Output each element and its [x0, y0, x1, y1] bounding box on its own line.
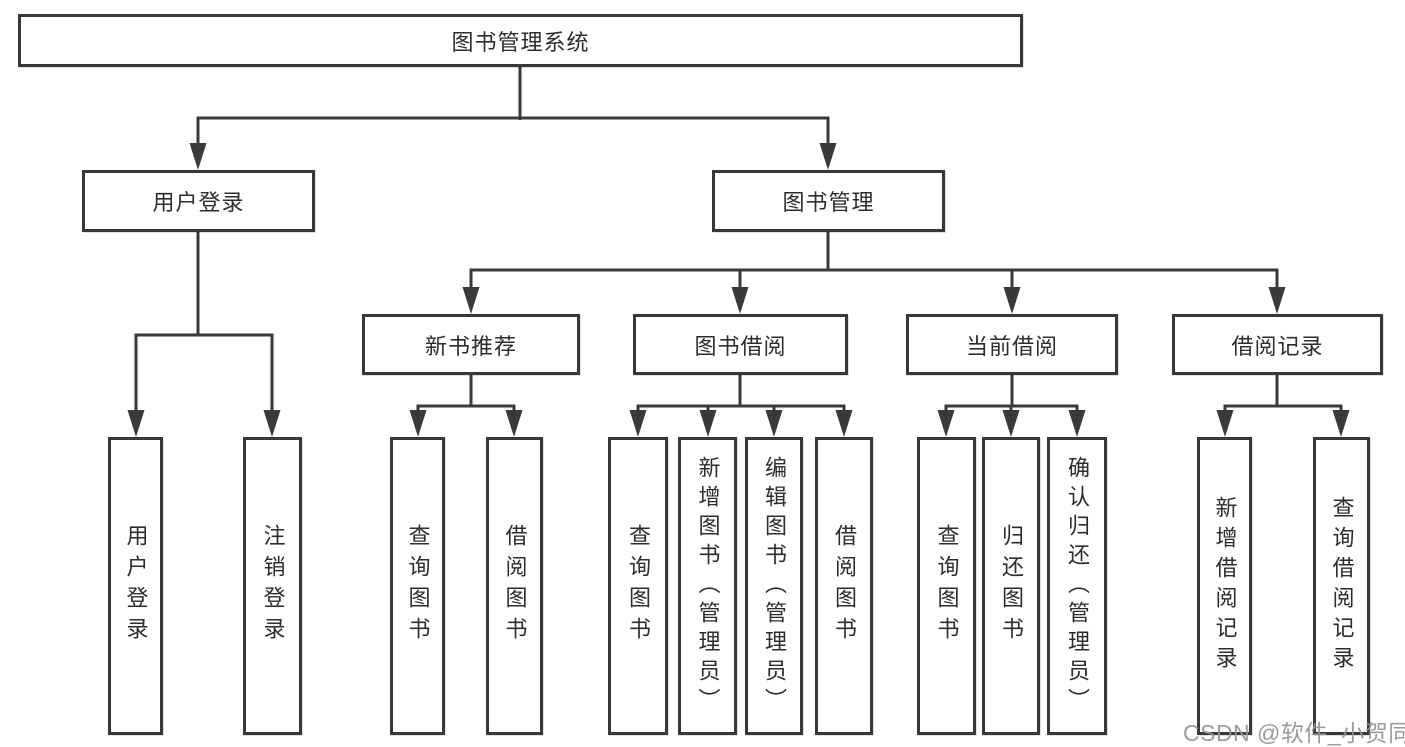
arrowhead-icon: [189, 143, 207, 170]
arrowhead-icon: [409, 410, 427, 437]
arrowhead-icon: [1068, 410, 1086, 437]
node-book-borrowing: 图书借阅: [633, 314, 848, 375]
leaf-query-books-current: 查询图书: [917, 437, 976, 735]
node-library-system: 图书管理系统: [18, 14, 1023, 67]
leaf-user-login: 用户登录: [108, 437, 163, 735]
leaf-borrow-books: 借阅图书: [815, 437, 873, 735]
leaf-query-borrow-record: 查询借阅记录: [1313, 437, 1370, 735]
arrowhead-icon: [731, 287, 749, 314]
arrowhead-icon: [462, 287, 480, 314]
leaf-add-borrow-record: 新增借阅记录: [1197, 437, 1252, 735]
arrowhead-icon: [1216, 410, 1234, 437]
arrowhead-icon: [699, 410, 717, 437]
arrowhead-icon: [835, 410, 853, 437]
leaf-logout: 注销登录: [243, 437, 302, 735]
arrowhead-icon: [937, 410, 955, 437]
leaf-borrow-books-recommend: 借阅图书: [486, 437, 543, 735]
leaf-edit-books-admin: 编辑图书（管理员）: [745, 437, 803, 735]
arrowhead-icon: [1268, 287, 1286, 314]
node-borrow-records: 借阅记录: [1172, 314, 1383, 375]
leaf-query-books-borrowing: 查询图书: [608, 437, 668, 735]
arrowheads: [127, 143, 1350, 437]
arrowhead-icon: [819, 143, 837, 170]
arrowhead-icon: [263, 410, 281, 437]
leaf-return-books: 归还图书: [982, 437, 1040, 735]
leaf-confirm-return-admin: 确认归还（管理员）: [1047, 437, 1107, 735]
arrowhead-icon: [629, 410, 647, 437]
arrowhead-icon: [505, 410, 523, 437]
node-user-login: 用户登录: [82, 170, 315, 232]
arrowhead-icon: [1332, 410, 1350, 437]
node-current-borrowing: 当前借阅: [906, 314, 1118, 375]
csdn-watermark: CSDN @软件_小贺同学: [1183, 720, 1405, 746]
arrowhead-icon: [1002, 410, 1020, 437]
node-book-management: 图书管理: [712, 170, 945, 232]
node-new-book-recommend: 新书推荐: [362, 314, 580, 375]
arrowhead-icon: [765, 410, 783, 437]
leaf-query-books-recommend: 查询图书: [390, 437, 445, 735]
leaf-add-books-admin: 新增图书（管理员）: [678, 437, 737, 735]
arrowhead-icon: [127, 410, 145, 437]
arrowhead-icon: [1003, 287, 1021, 314]
